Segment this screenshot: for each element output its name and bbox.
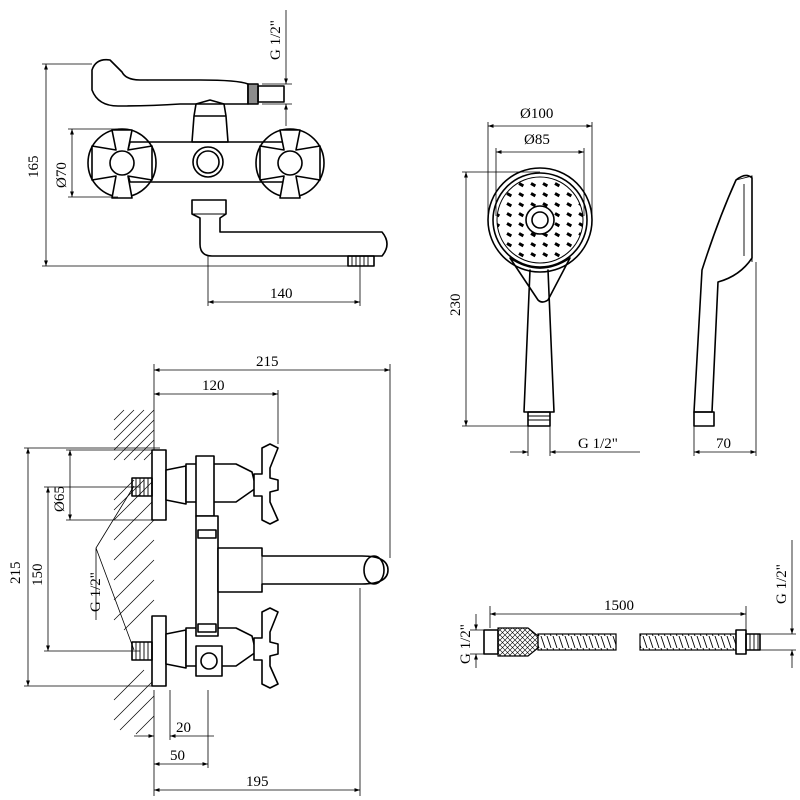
- cartridge-column: [191, 99, 229, 143]
- wall-gap-label: 20: [176, 720, 191, 736]
- front-view-faucet: [87, 58, 388, 267]
- right-cross-handle: [255, 128, 325, 199]
- hose-coil-left: [537, 633, 617, 651]
- spout-reach-label: 140: [270, 286, 293, 302]
- top-spout: [217, 547, 389, 593]
- overall-height-label: 215: [8, 562, 24, 585]
- center-pipe: [195, 515, 219, 637]
- shower-head-body: [509, 257, 571, 303]
- shower-head-dimensions: Ø100 Ø85 230 G 1/2": [448, 106, 640, 456]
- shower-head-side: [693, 174, 753, 427]
- handle-thread: [527, 411, 551, 427]
- handle-offset-label: 120: [202, 378, 225, 394]
- hose-coil-right: [639, 633, 737, 651]
- inner-diameter-label: Ø85: [524, 132, 550, 148]
- upper-flange: [151, 449, 167, 521]
- height-label: 165: [26, 156, 42, 179]
- lever-handle: [91, 58, 249, 107]
- front-view-dimensions: 165 Ø70 140 G 1/2": [26, 10, 361, 306]
- shower-head-front: [487, 167, 593, 427]
- hose-left-thread-label: G 1/2": [458, 624, 474, 664]
- upper-handle: [253, 443, 279, 525]
- hose-dimensions: 1500 G 1/2" G 1/2": [458, 540, 796, 668]
- shower-hose: [483, 627, 761, 657]
- top-view-faucet: [131, 443, 389, 689]
- depth-label: 70: [716, 436, 731, 452]
- handle-diameter-label: Ø70: [54, 162, 70, 188]
- flange-diameter-label: Ø65: [52, 486, 68, 512]
- lower-flange: [151, 615, 167, 687]
- lower-handle: [253, 607, 279, 689]
- top-thread-label: G 1/2": [268, 20, 284, 60]
- left-cross-handle: [87, 128, 157, 199]
- axis-offset-label: 50: [170, 748, 185, 764]
- overall-width-label: 215: [256, 354, 279, 370]
- inlet-thread-label: G 1/2": [88, 572, 104, 612]
- hose-nut-mesh: [497, 627, 539, 657]
- wall-hatching: [113, 409, 155, 735]
- length-label: 230: [448, 294, 464, 317]
- shower-side-dimensions: 70: [693, 262, 757, 456]
- outer-diameter-label: Ø100: [520, 106, 553, 122]
- top-view-dimensions: 215 150 Ø65 G 1/2" 215 120 20 50 195: [8, 354, 391, 796]
- center-distance-label: 150: [30, 564, 46, 587]
- spout-length-label: 195: [246, 774, 269, 790]
- hose-right-thread-label: G 1/2": [774, 564, 790, 604]
- shower-thread-label: G 1/2": [578, 436, 618, 452]
- hose-length-label: 1500: [604, 598, 634, 614]
- lever-thread: [247, 83, 259, 105]
- spout: [191, 199, 388, 257]
